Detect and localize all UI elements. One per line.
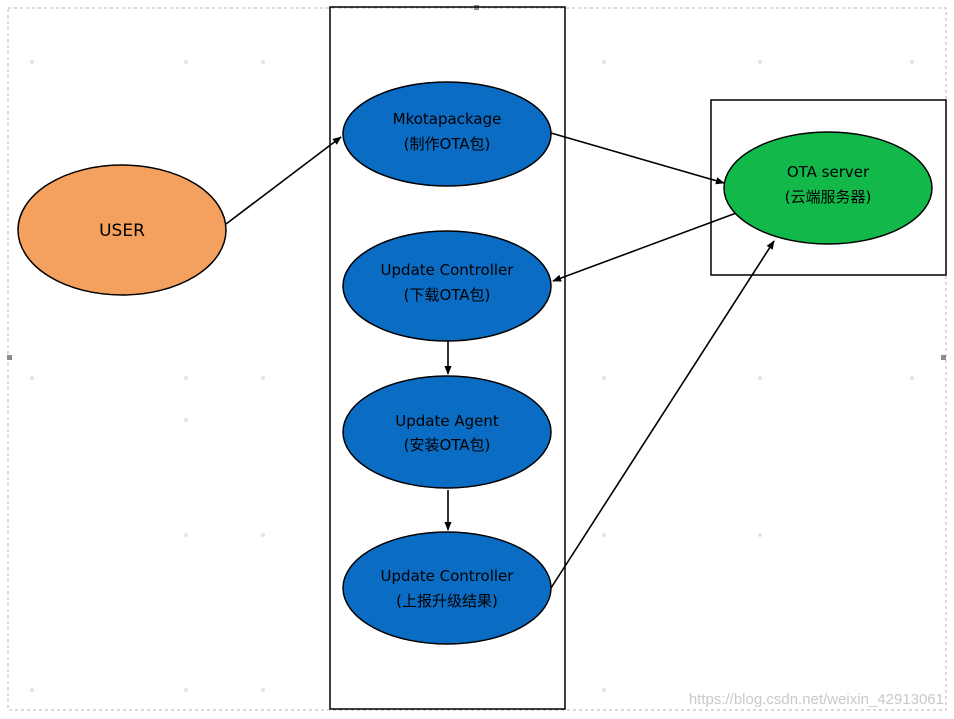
grid-dots: [30, 60, 914, 692]
mkota-label-line1: Mkotapackage: [393, 110, 502, 128]
edge-server-to-download: [552, 211, 740, 282]
edge-report-to-server: [550, 240, 775, 589]
user-label: USER: [99, 221, 145, 241]
download-node: Update Controller (下载OTA包): [342, 230, 552, 342]
download-label-line2: (下载OTA包): [404, 286, 491, 304]
mkota-label-line2: (制作OTA包): [404, 135, 491, 153]
server-node: OTA server (云端服务器): [723, 131, 933, 245]
user-ellipse: [17, 164, 227, 296]
server-label-line1: OTA server: [787, 163, 870, 181]
server-container: [710, 99, 947, 276]
download-label-line1: Update Controller: [381, 261, 515, 279]
edge-user-to-mkota: [225, 136, 342, 225]
server-ellipse: [723, 131, 933, 245]
agent-ellipse: [342, 375, 552, 489]
user-node: USER: [17, 164, 227, 296]
server-label-line2: (云端服务器): [785, 188, 872, 206]
report-label-line2: (上报升级结果): [396, 592, 498, 610]
watermark-text: https://blog.csdn.net/weixin_42913061: [689, 691, 944, 708]
download-ellipse: [342, 230, 552, 342]
agent-label-line2: (安装OTA包): [404, 436, 491, 454]
mkota-node: Mkotapackage (制作OTA包): [342, 81, 552, 187]
mkota-ellipse: [342, 81, 552, 187]
edge-mkota-to-server: [550, 132, 725, 185]
report-node: Update Controller (上报升级结果): [342, 531, 552, 645]
client-container: [329, 6, 566, 710]
report-label-line1: Update Controller: [381, 567, 515, 585]
agent-label-line1: Update Agent: [395, 412, 499, 430]
report-ellipse: [342, 531, 552, 645]
agent-node: Update Agent (安装OTA包): [342, 375, 552, 489]
